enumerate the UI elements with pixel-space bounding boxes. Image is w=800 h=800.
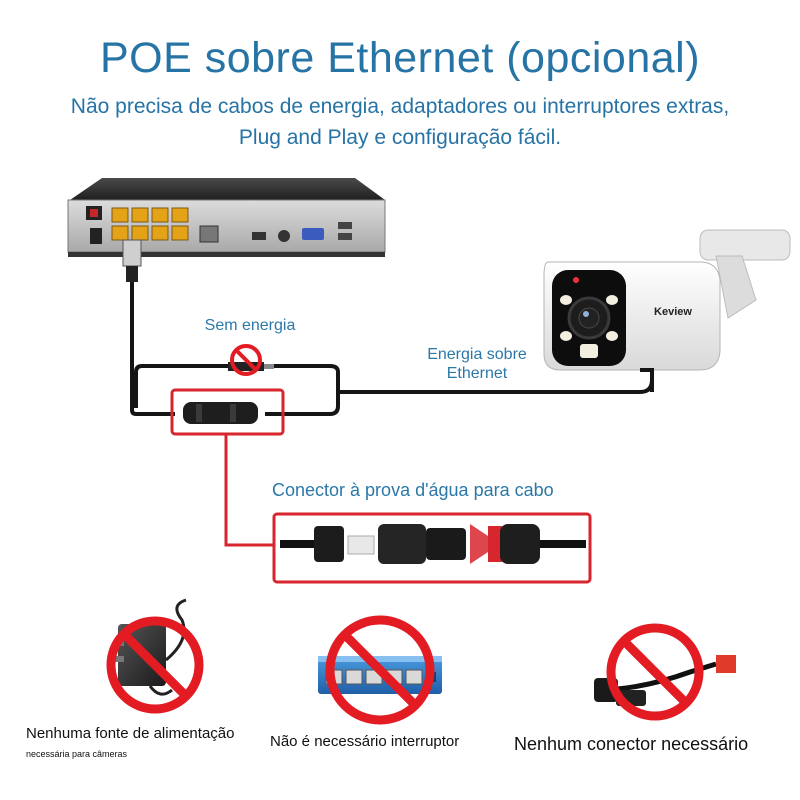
- rj45-plug-icon: [122, 239, 142, 282]
- page-title: POE sobre Ethernet (opcional): [99, 34, 701, 82]
- subtitle-line-2: Plug and Play e configuração fácil.: [238, 126, 562, 149]
- camera-brand-label: Keview: [654, 306, 692, 318]
- no-power-prohibit-icon: [230, 344, 262, 376]
- label-no-power: Sem energia: [204, 317, 296, 334]
- label-poe-line-1: Energia sobre: [427, 346, 527, 363]
- bullet-camera: [543, 229, 791, 392]
- no-connector-prohibit-icon: [606, 623, 704, 721]
- nvr-recorder: [67, 178, 386, 257]
- feature-2-caption: Não é necessário interruptor: [270, 733, 460, 750]
- subtitle-line-1: Não precisa de cabos de energia, adaptad…: [70, 95, 730, 118]
- label-poe-line-2: Ethernet: [446, 365, 508, 382]
- no-adapter-prohibit-icon: [106, 616, 204, 714]
- ethernet-cable: [130, 282, 175, 416]
- feature-3-caption: Nenhum conector necessário: [514, 734, 749, 754]
- connector-label: Conector à prova d'água para cabo: [272, 480, 554, 500]
- feature-1-caption: Nenhuma fonte de alimentação: [26, 725, 235, 742]
- cable-connector-icon: [183, 402, 258, 424]
- no-switch-prohibit-icon: [325, 615, 435, 725]
- feature-1-sub-caption: necessária para câmeras: [26, 749, 128, 759]
- zoom-leader-line: [224, 434, 274, 547]
- connector-zoom-detail: [272, 512, 592, 584]
- dc-plug-icon: [228, 362, 274, 371]
